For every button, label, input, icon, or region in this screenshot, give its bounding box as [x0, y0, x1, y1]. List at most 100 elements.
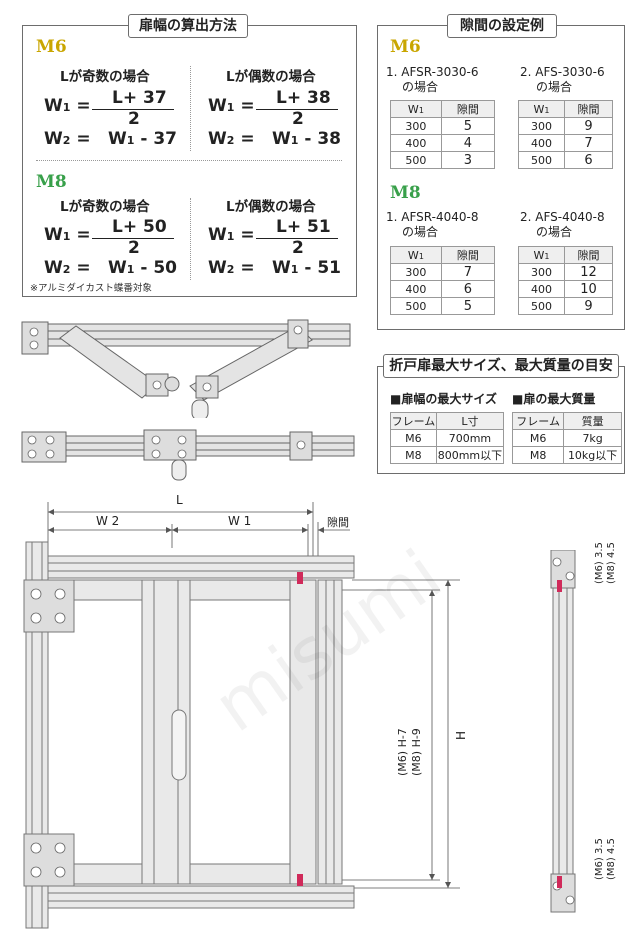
gap-table-header-w: W1: [518, 246, 565, 264]
formula-separator: [36, 160, 342, 161]
gap-width-cell: 400: [390, 280, 442, 298]
gap-value-cell: 5: [440, 297, 496, 315]
gap-m8-label: M8: [390, 183, 421, 203]
m6-odd-numerator: L+ 37: [112, 88, 167, 108]
max-table-header-l: L寸: [435, 412, 505, 430]
m6-even-w2-expr: W1 - 38: [272, 129, 341, 149]
m6-even-numerator: L+ 38: [276, 88, 331, 108]
dimension-W1-label: W 1: [228, 514, 252, 528]
odd-case-label-m8: Lが奇数の場合: [60, 199, 150, 215]
m6-label: M6: [36, 37, 67, 57]
dimension-H9-label: (M8) H-9: [410, 728, 423, 776]
m8-even-denominator: 2: [292, 238, 304, 258]
gap-table-header-w: W1: [390, 100, 442, 118]
dimension-gap-label: 隙間: [327, 516, 349, 529]
folded-door-top-view: [21, 319, 351, 418]
gap-value-cell: 6: [563, 151, 614, 169]
m8-odd-w2-expr: W1 - 50: [108, 258, 177, 278]
gap-value-cell: 4: [440, 134, 496, 152]
gap-width-cell: 400: [390, 134, 442, 152]
gap-width-cell: 400: [518, 280, 565, 298]
gap-width-cell: 500: [518, 151, 565, 169]
front-view-drawing: [23, 502, 460, 929]
w1-label-m8-odd: W1 =: [44, 225, 91, 245]
w1-label-m6-even: W1 =: [208, 96, 255, 116]
gap-m6-label: M6: [390, 37, 421, 57]
max-size-panel-title: 折戸扉最大サイズ、最大質量の目安: [383, 354, 619, 378]
formula-panel-title: 扉幅の算出方法: [128, 14, 248, 38]
formula-divider-m8: [190, 198, 191, 280]
gap-width-cell: 400: [518, 134, 565, 152]
gap-table-header-w: W1: [390, 246, 442, 264]
gap-table-header-gap: 隙間: [440, 246, 496, 264]
gap-table-header-gap: 隙間: [440, 100, 496, 118]
max-frame-cell: M8: [390, 446, 437, 464]
gap-table-header-gap: 隙間: [563, 246, 614, 264]
even-case-label-m6: Lが偶数の場合: [226, 69, 316, 85]
max-table-header-mass: 質量: [563, 412, 622, 430]
max-frame-cell: M8: [511, 446, 565, 464]
gap-value-cell: 12: [563, 263, 614, 281]
gap-width-cell: 300: [518, 117, 565, 135]
m6-even-fraction-line: [256, 109, 338, 110]
side-bottom-m6-label: (M6) 3.5: [594, 838, 605, 880]
max-mass-cell: 10kg以下: [563, 446, 622, 464]
m8-label: M8: [36, 172, 67, 192]
gap-value-cell: 7: [563, 134, 614, 152]
max-width-title: ■扉幅の最大サイズ: [390, 392, 497, 406]
max-table-header-frame: フレーム: [511, 412, 565, 430]
m8-even-w2-expr: W1 - 51: [272, 258, 341, 278]
max-width-cell: 700mm: [435, 429, 505, 447]
m8-odd-denominator: 2: [128, 238, 140, 258]
formula-divider-m6: [190, 66, 191, 151]
dimension-H-label: H: [454, 730, 468, 740]
side-view-drawing: [550, 550, 576, 913]
dimension-H7-label: (M6) H-7: [396, 728, 409, 776]
gap-value-cell: 7: [440, 263, 496, 281]
m6-odd-w2-expr: W1 - 37: [108, 129, 177, 149]
gap-table-header-gap: 隙間: [563, 100, 614, 118]
m8-even-fraction-line: [256, 238, 338, 239]
gap-width-cell: 300: [390, 117, 442, 135]
gap-value-cell: 9: [563, 117, 614, 135]
gap-value-cell: 3: [440, 151, 496, 169]
w1-label-m8-even: W1 =: [208, 225, 255, 245]
gap-value-cell: 9: [563, 297, 614, 315]
max-mass-cell: 7kg: [563, 429, 622, 447]
gap-value-cell: 5: [440, 117, 496, 135]
m8-odd-fraction-line: [92, 238, 174, 239]
max-frame-cell: M6: [511, 429, 565, 447]
gap-value-cell: 10: [563, 280, 614, 298]
gap-width-cell: 500: [390, 151, 442, 169]
max-mass-title: ■扉の最大質量: [512, 392, 596, 406]
max-width-cell: 800mm以下: [435, 446, 505, 464]
gap-width-cell: 500: [390, 297, 442, 315]
w1-label-m6-odd: W1 =: [44, 96, 91, 116]
max-table-header-frame: フレーム: [390, 412, 437, 430]
w2-label-m6-even: W2 =: [208, 129, 255, 149]
m8-even-numerator: L+ 51: [276, 217, 331, 237]
gap-table-header-w: W1: [518, 100, 565, 118]
even-case-label-m8: Lが偶数の場合: [226, 199, 316, 215]
flat-door-top-view: [21, 429, 355, 481]
max-frame-cell: M6: [390, 429, 437, 447]
odd-case-label-m6: Lが奇数の場合: [60, 69, 150, 85]
side-top-m8-label: (M8) 4.5: [606, 542, 617, 584]
side-top-m6-label: (M6) 3.5: [594, 542, 605, 584]
dimension-L-label: L: [176, 493, 183, 507]
gap-panel-title: 隙間の設定例: [447, 14, 557, 38]
m6-even-denominator: 2: [292, 109, 304, 129]
w2-label-m8-odd: W2 =: [44, 258, 91, 278]
gap-width-cell: 300: [518, 263, 565, 281]
w2-label-m8-even: W2 =: [208, 258, 255, 278]
